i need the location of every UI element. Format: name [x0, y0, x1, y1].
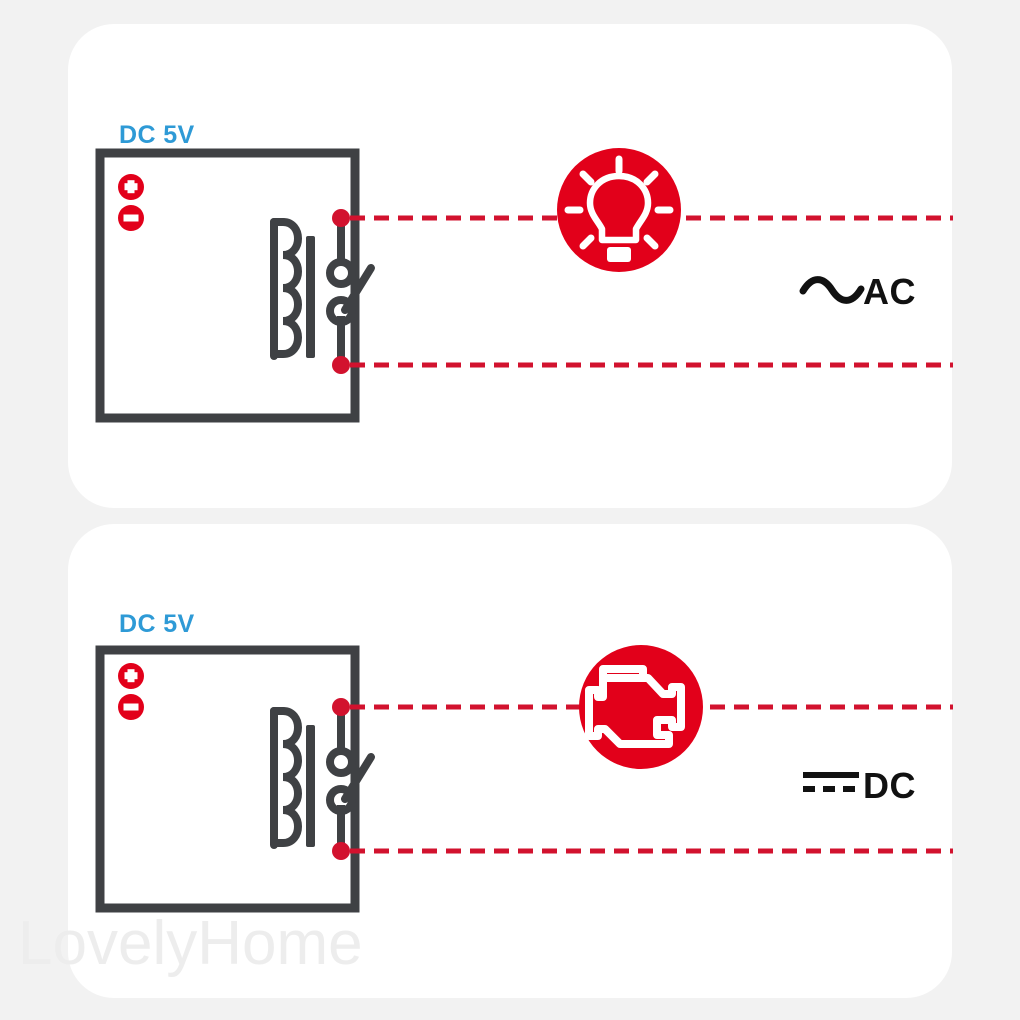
supply-label-dc: DC 5V	[119, 610, 195, 638]
output-type-label-ac: AC	[863, 271, 916, 312]
supply-label-ac: DC 5V	[119, 121, 195, 149]
ac-wiring-card	[68, 24, 952, 508]
watermark-text: LovelyHome	[18, 909, 363, 978]
output-type-label-dc: DC	[863, 765, 916, 806]
